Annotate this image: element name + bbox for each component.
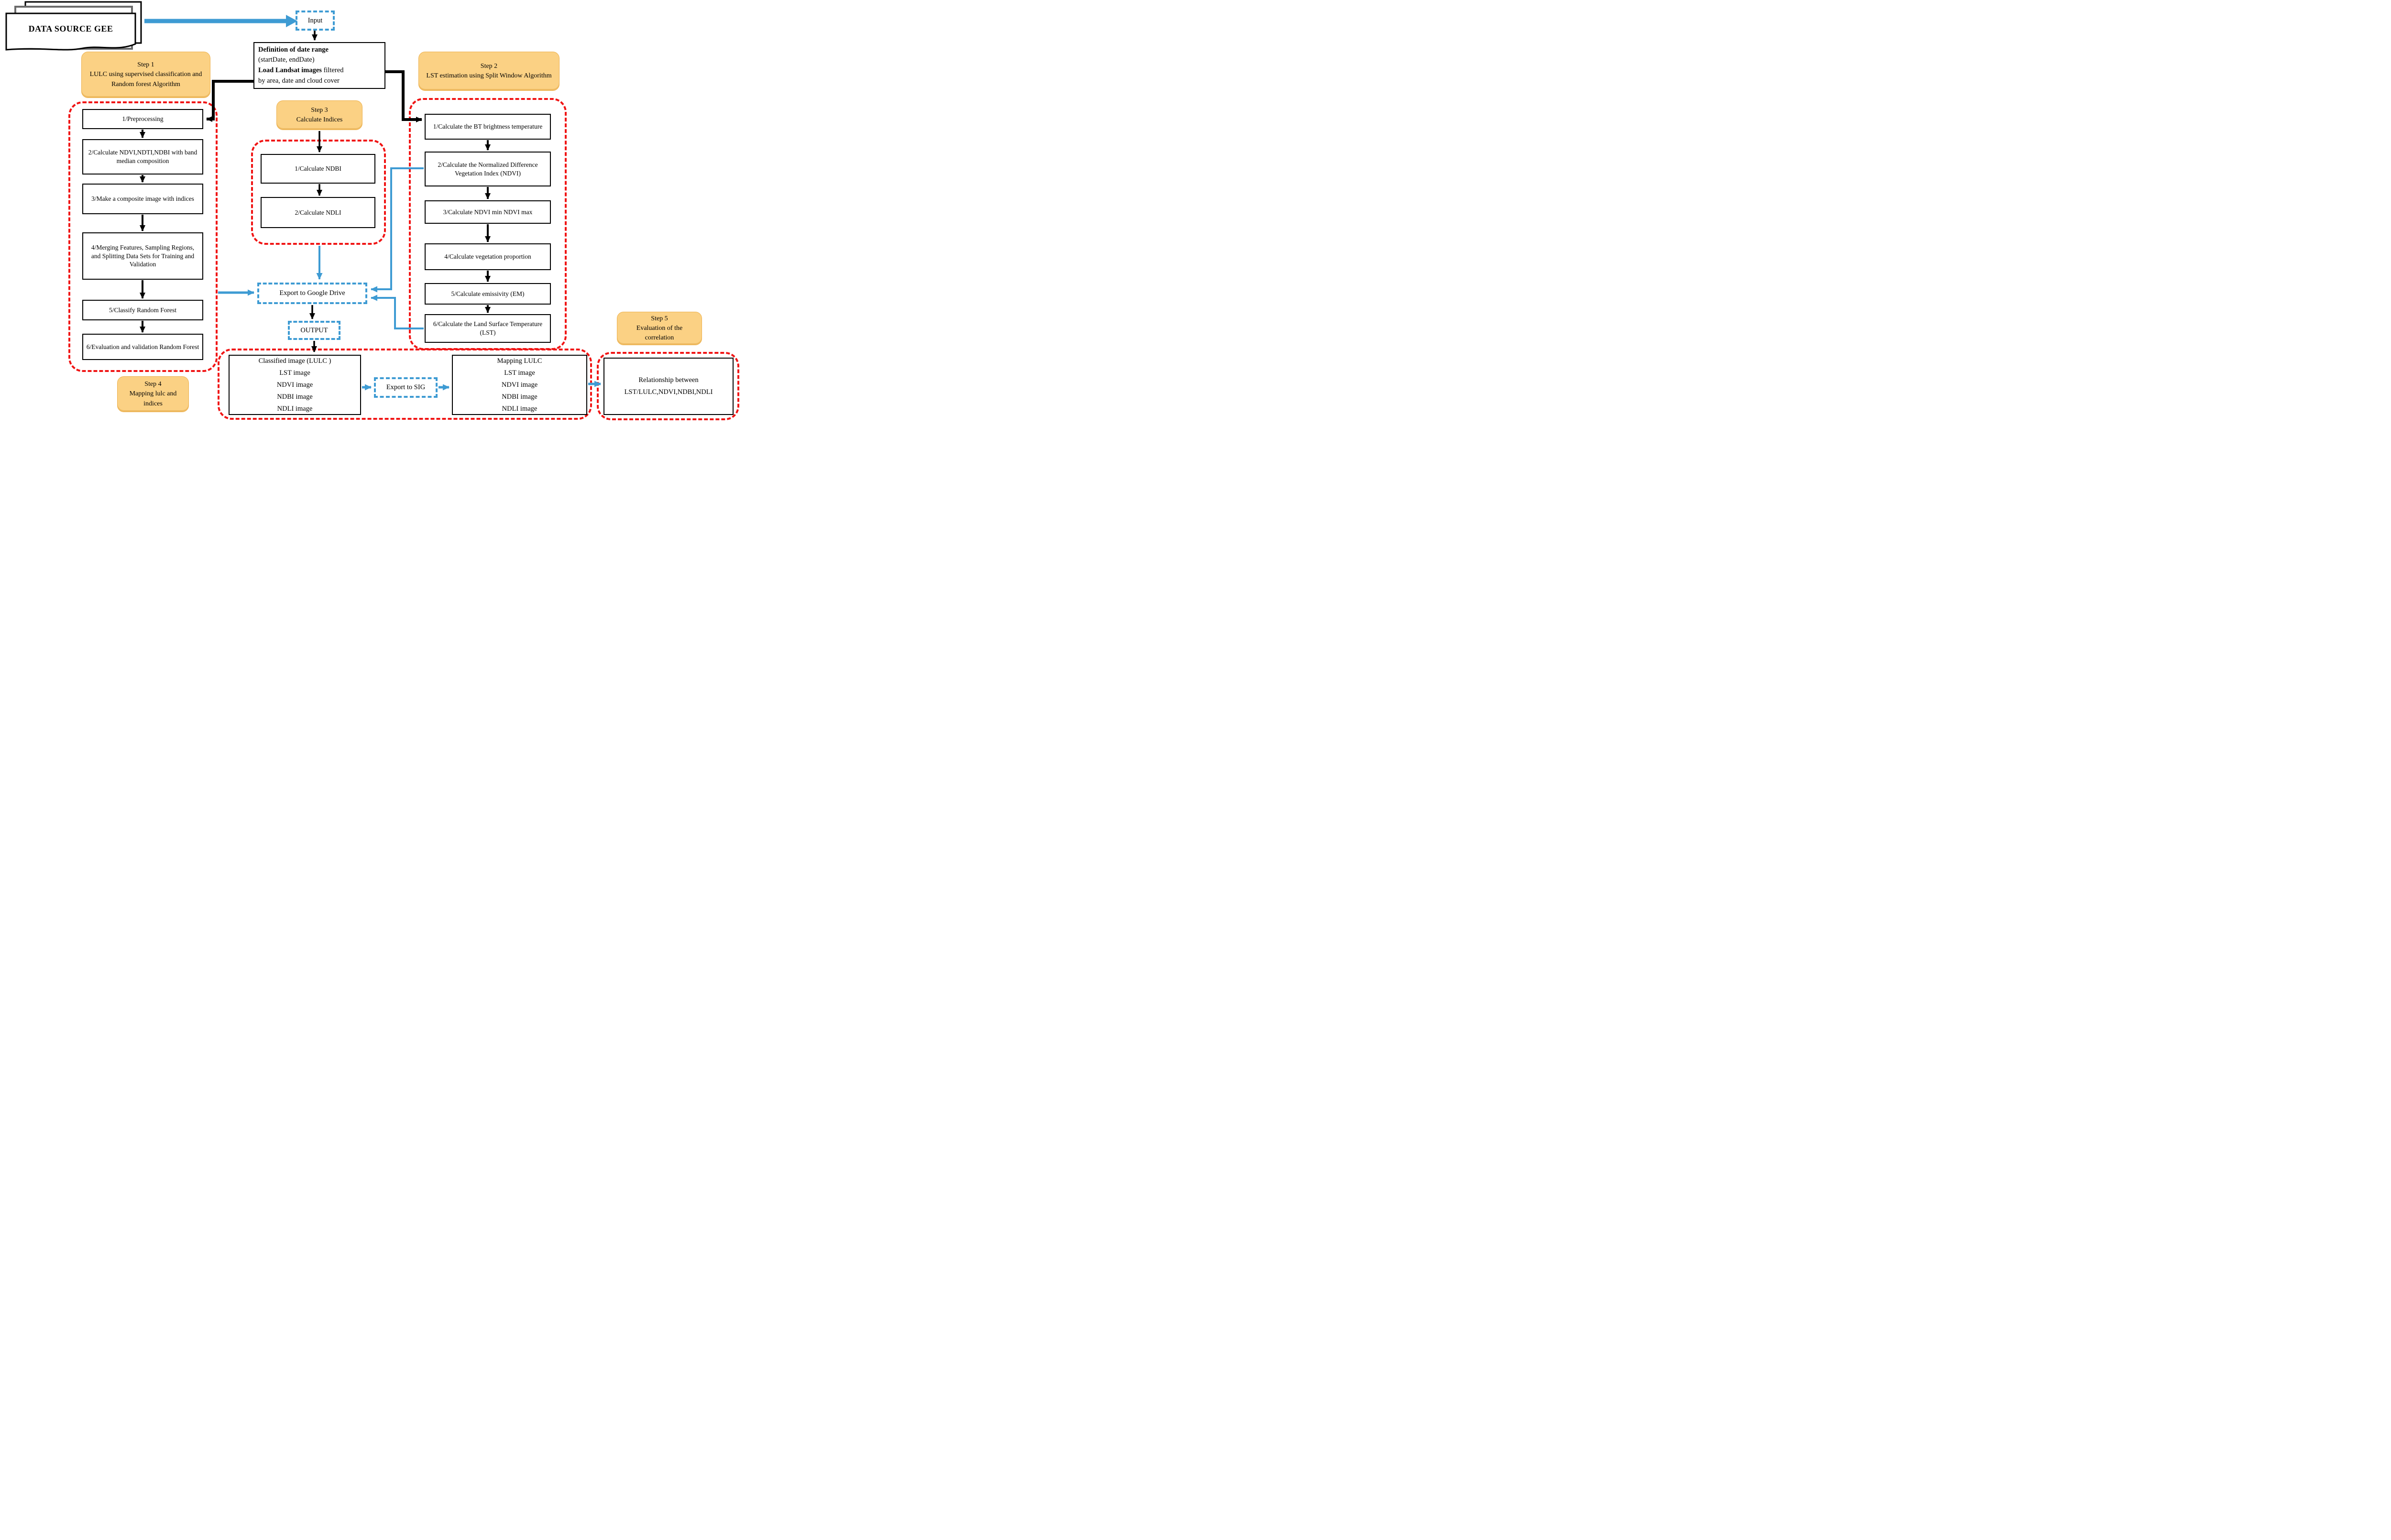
step4-title: Step 4 xyxy=(144,381,162,388)
result-line: NDLI image xyxy=(502,404,537,413)
output-node: OUTPUT xyxy=(288,321,340,340)
step1-box-2: 2/Calculate NDVI,NDTI,NDBI with band med… xyxy=(82,139,203,175)
document-pages-icon xyxy=(5,1,142,51)
step3-subtitle: Calculate Indices xyxy=(296,116,343,123)
result-line: NDVI image xyxy=(501,381,538,389)
step4-header: Step 4 Mapping lulc and indices xyxy=(117,376,189,412)
step1-header: Step 1 LULC using supervised classificat… xyxy=(81,52,210,98)
step1-box-3: 3/Make a composite image with indices xyxy=(82,184,203,214)
relationship-line2: LST/LULC,NDVI,NDBI,NDLI xyxy=(624,388,713,396)
step1-subtitle: LULC using supervised classification and… xyxy=(89,71,202,88)
step2-box-5: 5/Calculate emissivity (EM) xyxy=(425,283,551,305)
step2-header: Step 2 LST estimation using Split Window… xyxy=(418,52,559,91)
step3-box-1: 1/Calculate NDBI xyxy=(261,154,375,184)
document-page-front xyxy=(5,12,136,51)
definition-line3-bold: Load Landsat images xyxy=(258,66,322,74)
result-line: LST image xyxy=(279,369,310,377)
step2-subtitle: LST estimation using Split Window Algori… xyxy=(426,72,552,79)
export-drive-label: Export to Google Drive xyxy=(279,289,345,297)
step5-title: Step 5 xyxy=(651,315,668,322)
result-line: NDLI image xyxy=(277,404,313,413)
step2-box-4: 4/Calculate vegetation proportion xyxy=(425,243,551,270)
step2-box-6: 6/Calculate the Land Surface Temperature… xyxy=(425,314,551,343)
export-sig-label: Export to SIG xyxy=(386,383,426,391)
result-line: NDVI image xyxy=(276,381,313,389)
relationship-box: Relationship between LST/LULC,NDVI,NDBI,… xyxy=(603,358,734,415)
results-right-box: Mapping LULC LST image NDVI image NDBI i… xyxy=(452,355,587,415)
definition-box: Definition of date range (startDate, end… xyxy=(253,42,385,89)
step3-header: Step 3 Calculate Indices xyxy=(276,100,362,130)
step4-subtitle: Mapping lulc and indices xyxy=(129,390,177,407)
result-line: NDBI image xyxy=(502,393,537,401)
step2-box-2: 2/Calculate the Normalized Difference Ve… xyxy=(425,152,551,186)
export-to-google-drive-node: Export to Google Drive xyxy=(257,283,367,304)
input-label: Input xyxy=(307,16,323,24)
input-node: Input xyxy=(296,11,335,31)
results-left-box: Classified image (LULC ) LST image NDVI … xyxy=(229,355,361,415)
data-source-label: DATA SOURCE GEE xyxy=(28,24,113,33)
step2-box-1: 1/Calculate the BT brightness temperatur… xyxy=(425,114,551,140)
result-line: Classified image (LULC ) xyxy=(258,357,331,365)
data-source-document: DATA SOURCE GEE xyxy=(2,0,151,60)
step3-title: Step 3 xyxy=(311,106,328,114)
result-line: LST image xyxy=(504,369,535,377)
step1-box-6: 6/Evaluation and validation Random Fores… xyxy=(82,334,203,360)
relationship-line1: Relationship between xyxy=(638,376,699,384)
output-label: OUTPUT xyxy=(300,326,328,334)
step1-box-4: 4/Merging Features, Sampling Regions, an… xyxy=(82,232,203,280)
flowchart-canvas: DATA SOURCE GEE Input Definition of date… xyxy=(0,0,750,424)
definition-line4: by area, date and cloud cover xyxy=(258,76,340,85)
step2-title: Step 2 xyxy=(480,62,498,70)
definition-line1: Definition of date range xyxy=(258,45,329,54)
step1-box-1: 1/Preprocessing xyxy=(82,109,203,129)
step1-group-outline xyxy=(68,101,218,372)
definition-line3-rest: filtered xyxy=(321,66,344,74)
definition-line2: (startDate, endDate) xyxy=(258,56,315,64)
step1-box-5: 5/Classify Random Forest xyxy=(82,300,203,320)
export-to-sig-node: Export to SIG xyxy=(374,377,438,398)
step1-title: Step 1 xyxy=(137,61,154,69)
step2-box-3: 3/Calculate NDVI min NDVI max xyxy=(425,200,551,224)
step3-box-2: 2/Calculate NDLI xyxy=(261,197,375,228)
step5-header: Step 5 Evaluation of the correlation xyxy=(617,312,702,345)
step5-subtitle: Evaluation of the correlation xyxy=(636,324,683,342)
result-line: Mapping LULC xyxy=(497,357,542,365)
result-line: NDBI image xyxy=(277,393,313,401)
